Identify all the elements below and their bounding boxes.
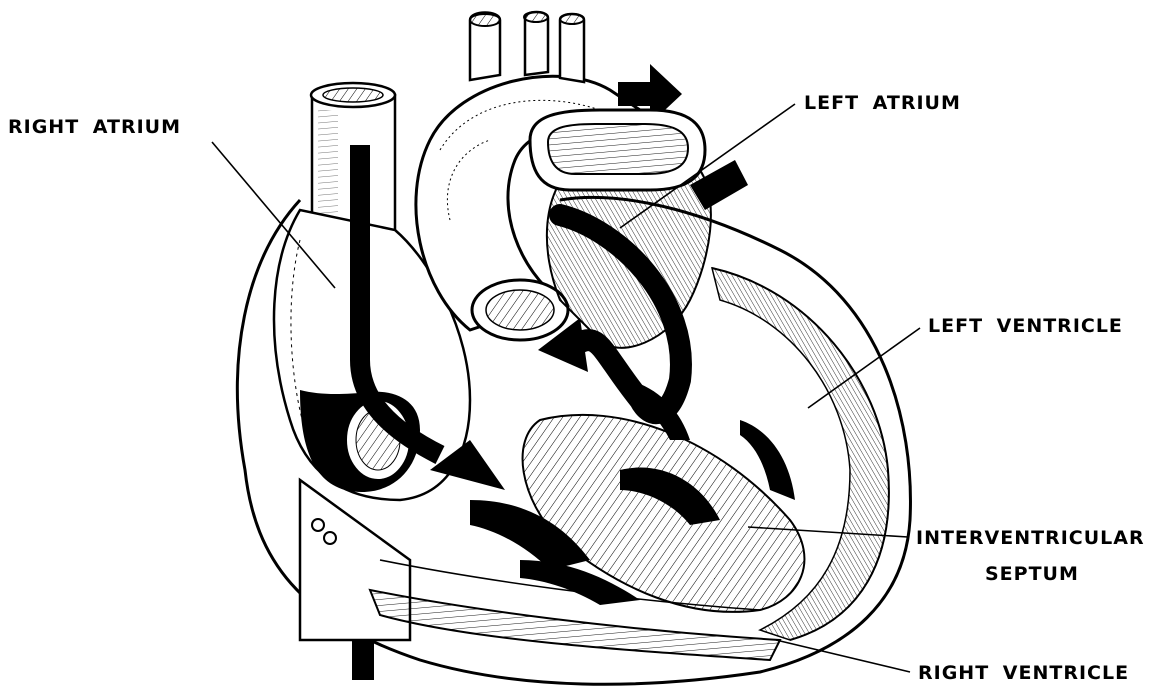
label-right-atrium: RIGHT ATRIUM [8, 116, 181, 138]
label-right-ventricle: RIGHT VENTRICLE [918, 662, 1129, 684]
label-left-ventricle: LEFT VENTRICLE [928, 315, 1123, 337]
label-interventricular-septum-line2: SEPTUM [985, 563, 1079, 585]
label-left-atrium: LEFT ATRIUM [804, 92, 961, 114]
leader-right-ventricle [776, 640, 910, 672]
label-interventricular-septum-line1: INTERVENTRICULAR [916, 527, 1145, 549]
